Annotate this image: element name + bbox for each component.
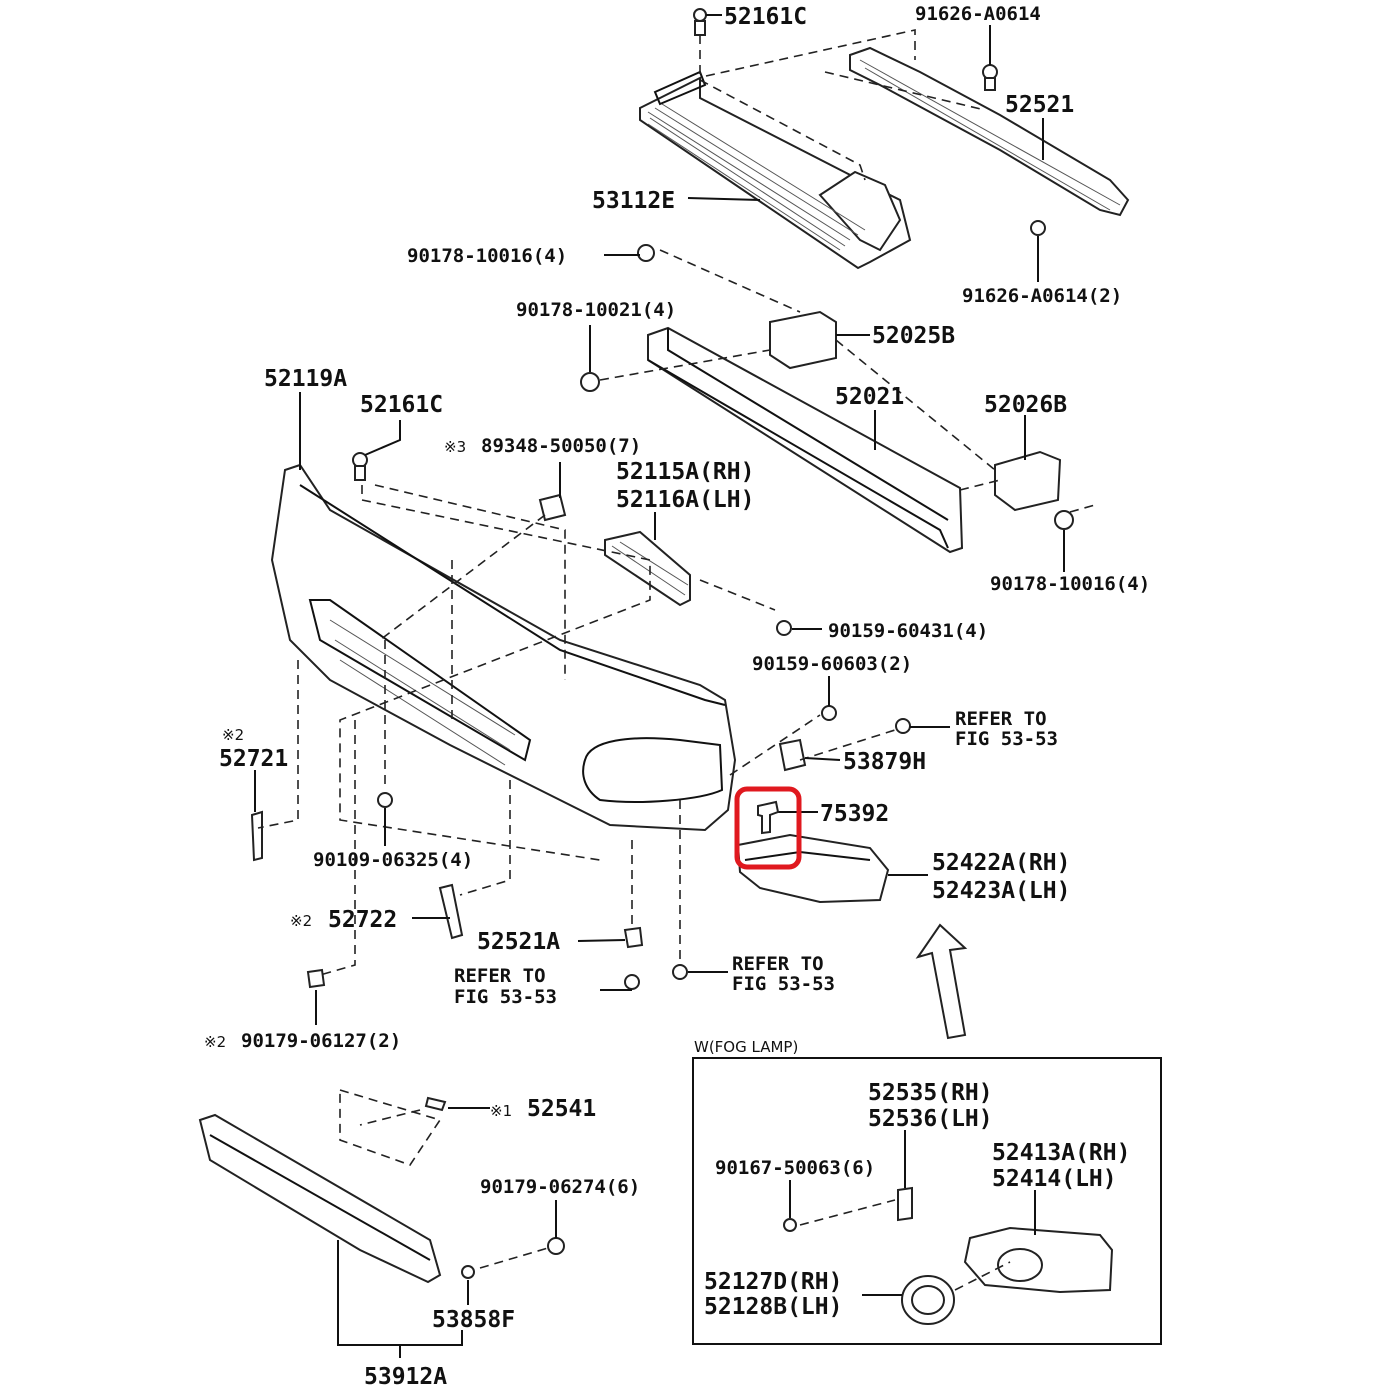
label-refer3-line2: FIG 53-53 <box>454 986 557 1008</box>
label-52026B: 52026B <box>984 392 1067 418</box>
label-52535: 52535(RH) <box>868 1080 993 1106</box>
label-52414: 52414(LH) <box>992 1166 1117 1192</box>
label-89348-prefix: ※3 <box>444 438 466 456</box>
label-52521: 52521 <box>1005 92 1074 118</box>
clip-75392-icon <box>757 800 780 835</box>
labels: 52161C 91626-A0614 52521 53112E 90178-10… <box>204 3 1150 1386</box>
label-91626-A0614-2: 91626-A0614(2) <box>962 285 1122 307</box>
label-90179-06127: 90179-06127(2) <box>241 1030 401 1052</box>
label-89348-50050: 89348-50050(7) <box>481 435 641 457</box>
label-refer2-line2: FIG 53-53 <box>732 973 835 995</box>
label-52025B: 52025B <box>872 323 955 349</box>
label-refer3-line1: REFER TO <box>454 965 546 987</box>
bumper-cover-52119A <box>270 463 737 832</box>
grille-53112E <box>639 70 912 270</box>
label-52127D: 52127D(RH) <box>704 1269 842 1295</box>
label-52021: 52021 <box>835 384 904 410</box>
label-52721: 52721 <box>219 746 288 772</box>
bracket-52025B <box>769 310 837 370</box>
label-52536: 52536(LH) <box>868 1106 993 1132</box>
label-52115A: 52115A(RH) <box>616 459 754 485</box>
label-53112E: 53112E <box>592 188 675 214</box>
label-52722-prefix: ※2 <box>290 912 312 930</box>
assembly-lines <box>257 29 1096 1291</box>
label-90178-10016-right: 90178-10016(4) <box>990 573 1150 595</box>
label-52521A: 52521A <box>477 929 560 955</box>
spoiler-53912A <box>198 1113 442 1284</box>
label-90178-10021: 90178-10021(4) <box>516 299 676 321</box>
bracket-52026B <box>994 450 1062 512</box>
highlight-box <box>734 786 802 870</box>
label-52128B: 52128B(LH) <box>704 1294 842 1320</box>
label-90167-50063: 90167-50063(6) <box>715 1157 875 1179</box>
label-53858F: 53858F <box>432 1307 515 1333</box>
label-52422A: 52422A(RH) <box>932 850 1070 876</box>
label-75392: 75392 <box>820 801 889 827</box>
plate-52541 <box>339 1088 447 1166</box>
fog-lamp-box <box>692 1057 1162 1345</box>
label-52119A: 52119A <box>264 366 347 392</box>
reinforcement-52021 <box>647 326 964 554</box>
assembly-arrow <box>915 923 968 1040</box>
retainer-52115A <box>604 530 691 607</box>
label-90179-06127-prefix: ※2 <box>204 1033 226 1051</box>
label-refer2-line1: REFER TO <box>732 953 824 975</box>
label-52413A: 52413A(RH) <box>992 1140 1130 1166</box>
leader-lines <box>254 14 1065 1358</box>
label-91626-A0614-top: 91626-A0614 <box>915 3 1041 25</box>
fasteners <box>250 8 1074 1279</box>
label-90159-60603: 90159-60603(2) <box>752 653 912 675</box>
label-52541-prefix: ※1 <box>490 1102 512 1120</box>
label-90179-06274: 90179-06274(6) <box>480 1176 640 1198</box>
label-90159-60431: 90159-60431(4) <box>828 620 988 642</box>
label-refer1-line2: FIG 53-53 <box>955 728 1058 750</box>
label-52721-prefix: ※2 <box>222 726 244 744</box>
label-90178-10016-top: 90178-10016(4) <box>407 245 567 267</box>
highlight-75392 <box>734 786 802 870</box>
label-52116A: 52116A(LH) <box>616 487 754 513</box>
label-53912A: 53912A <box>364 1364 447 1386</box>
label-90109-06325: 90109-06325(4) <box>313 849 473 871</box>
label-52423A: 52423A(LH) <box>932 878 1070 904</box>
fog-box-title: W(FOG LAMP) <box>694 1038 798 1056</box>
label-52722: 52722 <box>328 907 397 933</box>
label-52541: 52541 <box>527 1096 596 1122</box>
label-53879H: 53879H <box>843 749 926 775</box>
label-refer1-line1: REFER TO <box>955 708 1047 730</box>
label-52161C-top: 52161C <box>724 4 807 30</box>
label-52161C-mid: 52161C <box>360 392 443 418</box>
